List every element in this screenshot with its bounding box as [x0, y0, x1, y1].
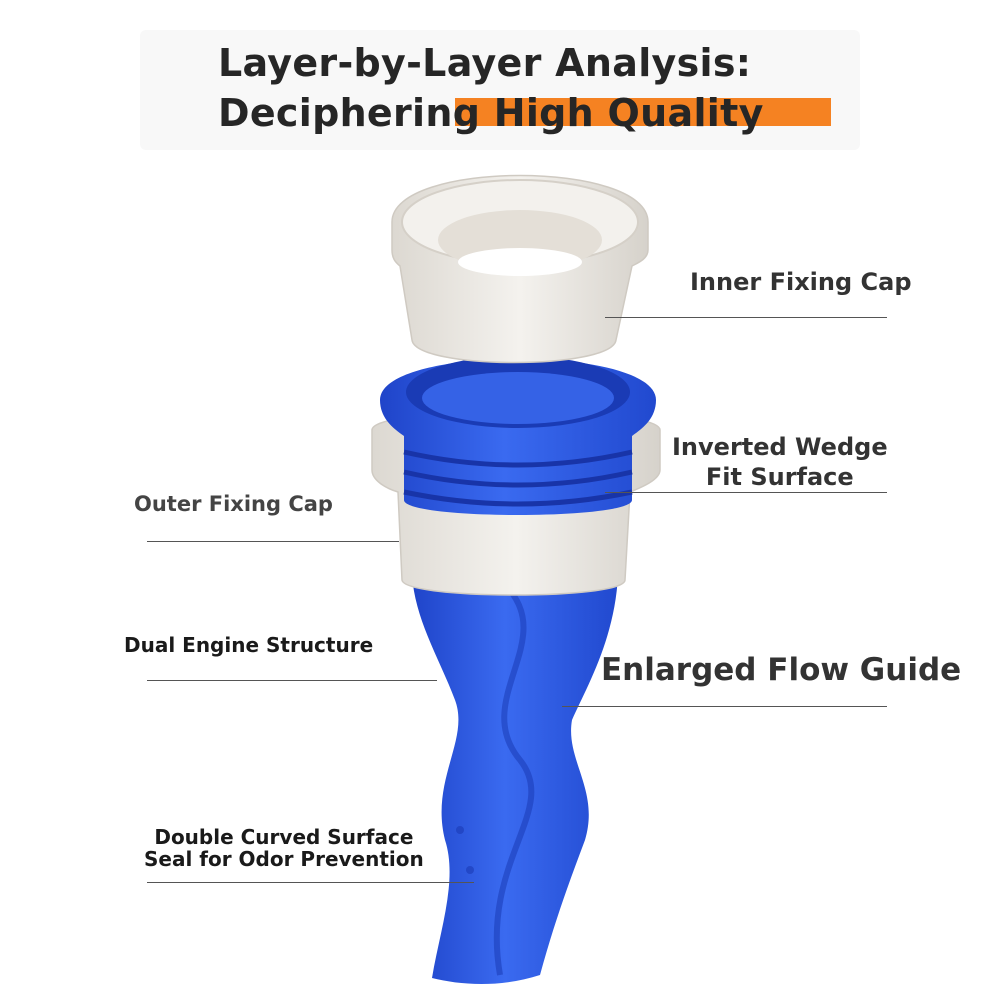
- inner-cap-hole-center: [458, 248, 582, 276]
- label-dual-engine: Dual Engine Structure: [124, 633, 374, 657]
- thread-ridge: [403, 489, 633, 507]
- label-inverted-wedge-line-1: Inverted Wedge: [672, 433, 888, 461]
- flow-guide-dot: [456, 826, 464, 834]
- leader-line-double-curved: [147, 882, 474, 883]
- label-enlarged-flow: Enlarged Flow Guide: [601, 652, 962, 688]
- label-double-curved-line-1: Double Curved Surface: [154, 825, 414, 849]
- label-double-curved: Double Curved Surface Seal for Odor Prev…: [144, 826, 424, 870]
- title-line-2: Deciphering High Quality: [218, 91, 764, 135]
- leader-line-dual-engine: [147, 680, 437, 681]
- blue-sleeve-inner: [422, 372, 614, 424]
- title-highlight-bar: [455, 98, 831, 126]
- label-outer-fixing-cap: Outer Fixing Cap: [134, 492, 333, 516]
- thread-ridge: [403, 449, 633, 468]
- page-title: Layer-by-Layer Analysis: Deciphering Hig…: [218, 38, 764, 138]
- label-inverted-wedge: Inverted Wedge Fit Surface: [672, 432, 888, 492]
- flow-guide-body: [412, 575, 618, 984]
- label-inner-fixing-cap: Inner Fixing Cap: [690, 268, 912, 296]
- label-double-curved-line-2: Seal for Odor Prevention: [144, 847, 424, 871]
- title-line-1: Layer-by-Layer Analysis:: [218, 41, 752, 85]
- leader-line-inner-fixing-cap: [605, 317, 887, 318]
- flow-guide-dot: [466, 866, 474, 874]
- label-inverted-wedge-line-2: Fit Surface: [705, 463, 854, 491]
- leader-line-outer-fixing-cap: [147, 541, 399, 542]
- title-background: [140, 30, 860, 150]
- leader-line-enlarged-flow: [562, 706, 887, 707]
- flow-guide-twist: [493, 582, 535, 976]
- thread-ridge: [403, 469, 633, 488]
- leader-line-inverted-wedge: [605, 492, 887, 493]
